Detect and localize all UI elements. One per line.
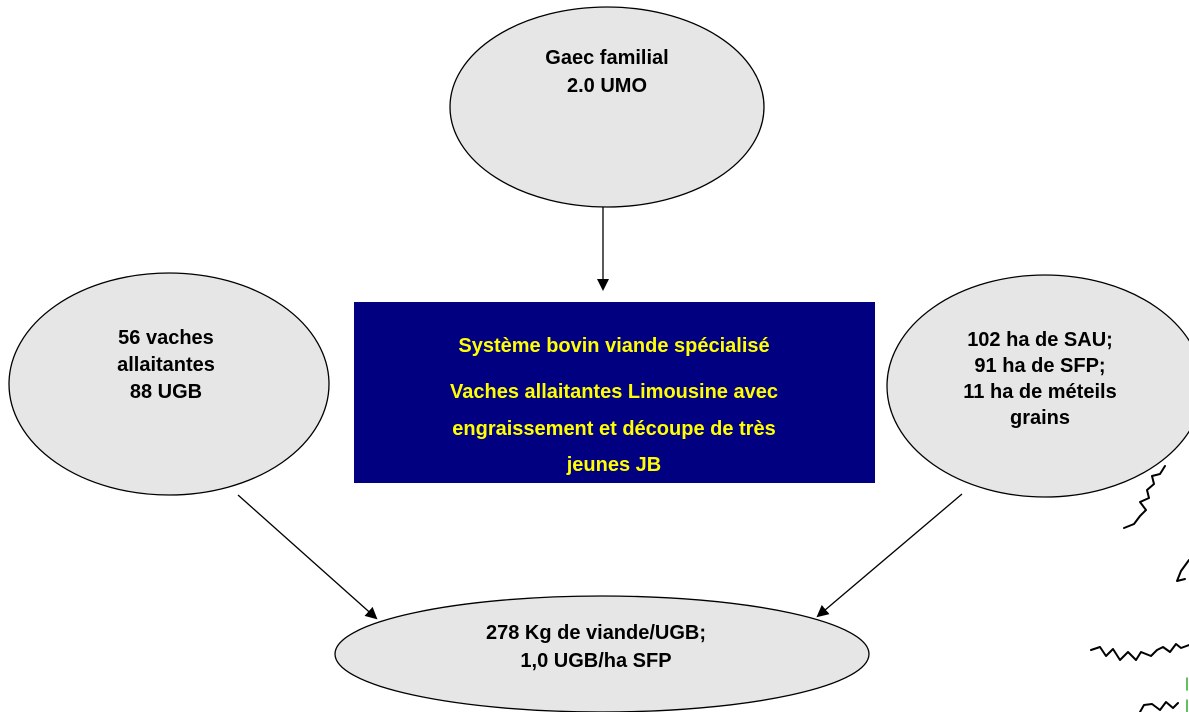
node-land-line1: 102 ha de SAU; <box>967 329 1113 351</box>
map-border-lower <box>1139 701 1179 712</box>
connector-left-to-bottom <box>237 494 378 620</box>
node-gaec-line2: 2.0 UMO <box>567 75 647 97</box>
node-herd-line3: 88 UGB <box>130 381 202 403</box>
map-border-glyph <box>1176 559 1189 582</box>
node-land-line3: 11 ha de méteils <box>963 381 1116 403</box>
node-gaec-line1: Gaec familial <box>545 47 668 69</box>
map-border-upper <box>1123 465 1166 529</box>
node-gaec-ellipse <box>449 6 765 208</box>
node-herd-ellipse <box>8 272 330 496</box>
node-land-line2: 91 ha de SFP; <box>974 355 1105 377</box>
center-system-box: Système bovin viande spécialisé Vaches a… <box>354 302 875 483</box>
node-herd: 56 vaches allaitantes 88 UGB <box>8 272 330 496</box>
node-land: 102 ha de SAU; 91 ha de SFP; 11 ha de mé… <box>886 274 1189 498</box>
node-output-line1: 278 Kg de viande/UGB; <box>486 622 706 644</box>
center-system-line1: Vaches allaitantes Limousine avec <box>450 381 778 403</box>
node-herd-line2: allaitantes <box>117 354 215 376</box>
center-system-title: Système bovin viande spécialisé <box>458 335 769 357</box>
center-system-line3: jeunes JB <box>566 454 661 476</box>
node-output-ellipse <box>334 595 870 712</box>
node-gaec: Gaec familial 2.0 UMO <box>449 6 765 208</box>
map-fragment-icon <box>1090 465 1189 712</box>
map-border-middle <box>1090 643 1189 661</box>
connector-right-to-bottom <box>816 493 963 618</box>
node-land-ellipse <box>886 274 1189 498</box>
node-output-line2: 1,0 UGB/ha SFP <box>520 650 671 672</box>
center-system-line2: engraissement et découpe de très <box>452 418 775 440</box>
center-system-box-bg <box>354 302 875 483</box>
node-land-line4: grains <box>1010 407 1070 429</box>
node-herd-line1: 56 vaches <box>118 327 214 349</box>
node-output: 278 Kg de viande/UGB; 1,0 UGB/ha SFP <box>334 595 870 712</box>
